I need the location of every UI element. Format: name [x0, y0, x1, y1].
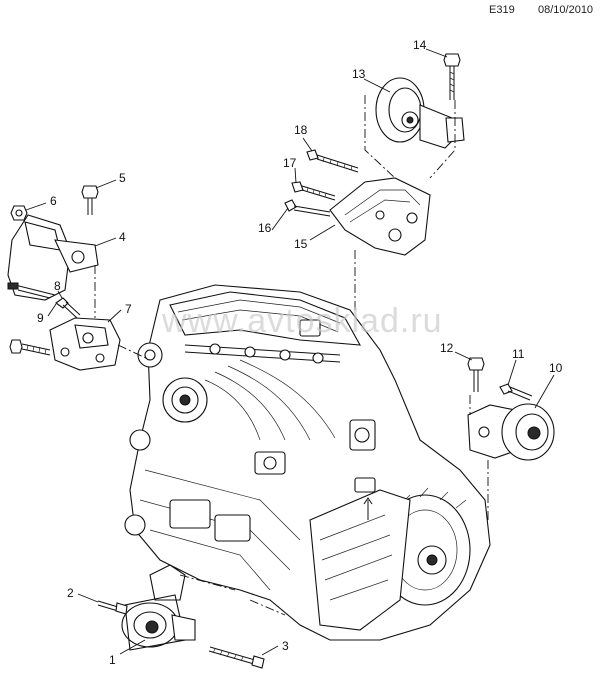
- callout-13: 13: [352, 67, 366, 81]
- callout-16: 16: [258, 221, 272, 235]
- callout-8: 8: [54, 279, 61, 293]
- callout-17: 17: [283, 156, 297, 170]
- callout-numbers: 1 2 3 4 5 6 7 8 9 10 11 12 13 14 15 16 1…: [37, 38, 563, 667]
- callout-14: 14: [413, 38, 427, 52]
- callout-11: 11: [512, 347, 525, 361]
- bolt-8: [55, 297, 81, 319]
- callout-4: 4: [119, 230, 126, 244]
- watermark: www.avtosklad.ru: [161, 302, 443, 340]
- bolt-12: [467, 357, 485, 392]
- bolt-18: [306, 149, 359, 173]
- bolt-17: [291, 181, 336, 201]
- left-mount-4: [7, 214, 99, 301]
- bolt-2: [97, 600, 128, 615]
- callout-7: 7: [125, 302, 132, 316]
- nut-6: [10, 205, 28, 221]
- callout-6: 6: [50, 194, 57, 208]
- bolt-11: [499, 383, 533, 401]
- callout-3: 3: [282, 639, 289, 653]
- callout-2: 2: [67, 586, 74, 600]
- callout-1: 1: [109, 653, 116, 667]
- bracket-7: [49, 317, 121, 371]
- callout-15: 15: [294, 237, 308, 251]
- callout-18: 18: [294, 123, 308, 137]
- lower-mount-1: [121, 564, 196, 651]
- engine-assembly: [124, 284, 491, 641]
- bracket-15: [329, 177, 431, 256]
- callout-5: 5: [119, 171, 126, 185]
- alignment-lines: [94, 95, 489, 616]
- bolt-5: [81, 185, 99, 215]
- top-mount-13: [375, 77, 465, 149]
- diagram-code: E319: [489, 4, 515, 16]
- callout-10: 10: [549, 361, 563, 375]
- bolt-3: [208, 646, 265, 669]
- bolt-9: [9, 339, 51, 356]
- callout-9: 9: [37, 311, 44, 325]
- bolt-16: [284, 199, 331, 217]
- leader-lines: [25, 48, 555, 656]
- diagram-date: 08/10/2010: [538, 4, 594, 16]
- right-mount-10: [467, 403, 555, 461]
- callout-12: 12: [440, 341, 454, 355]
- bolt-14: [443, 53, 461, 100]
